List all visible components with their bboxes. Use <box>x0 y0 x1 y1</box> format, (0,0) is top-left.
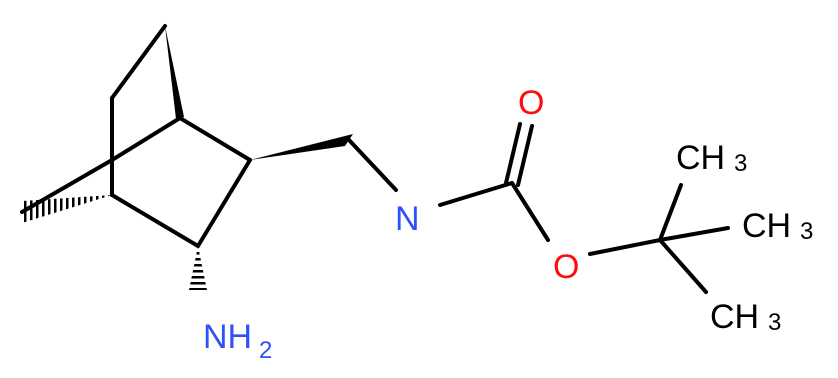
bond-carbonyl-oester <box>510 181 550 242</box>
methyl-bottom-subscript: 3 <box>768 309 781 336</box>
bond-c3-c2 <box>196 158 252 248</box>
methyl-bottom-label: CH <box>710 298 759 336</box>
carbonyl-o-label: O <box>518 84 544 122</box>
bond-bridge-right <box>110 116 182 162</box>
bond-carbonyl-double-b <box>516 124 534 187</box>
bond-carbonyl-double-a <box>504 122 522 185</box>
bond-ch2-n <box>347 138 398 192</box>
bond-tbu-methyl-top <box>658 183 683 242</box>
bond-tbu-methyl-bottom <box>658 238 708 294</box>
methyl-right-label: CH <box>742 207 791 245</box>
bond-c2-bridgehead-left <box>110 193 200 248</box>
wedge-bridgehead-ch2b <box>165 26 184 119</box>
bond-tbu-methyl-right <box>658 226 730 242</box>
bond-oester-tbu <box>588 238 662 256</box>
hash-c2-nh2 <box>189 246 207 290</box>
hash-bridgehead-methyl <box>22 195 112 223</box>
amide-n-label: N <box>395 200 420 238</box>
bond-bridgehead-right-c3 <box>178 116 252 162</box>
wedge-c3-ch2 <box>250 134 353 160</box>
methyl-top-subscript: 3 <box>734 150 747 177</box>
bond-ch2a-ch2b <box>110 24 167 100</box>
methyl-right-subscript: 3 <box>800 218 813 245</box>
methyl-top-label: CH <box>676 139 725 177</box>
ester-o-label: O <box>553 248 579 286</box>
amine-subscript: 2 <box>259 337 272 364</box>
bond-n-carbonyl <box>438 181 514 207</box>
amine-label: NH <box>203 318 252 356</box>
